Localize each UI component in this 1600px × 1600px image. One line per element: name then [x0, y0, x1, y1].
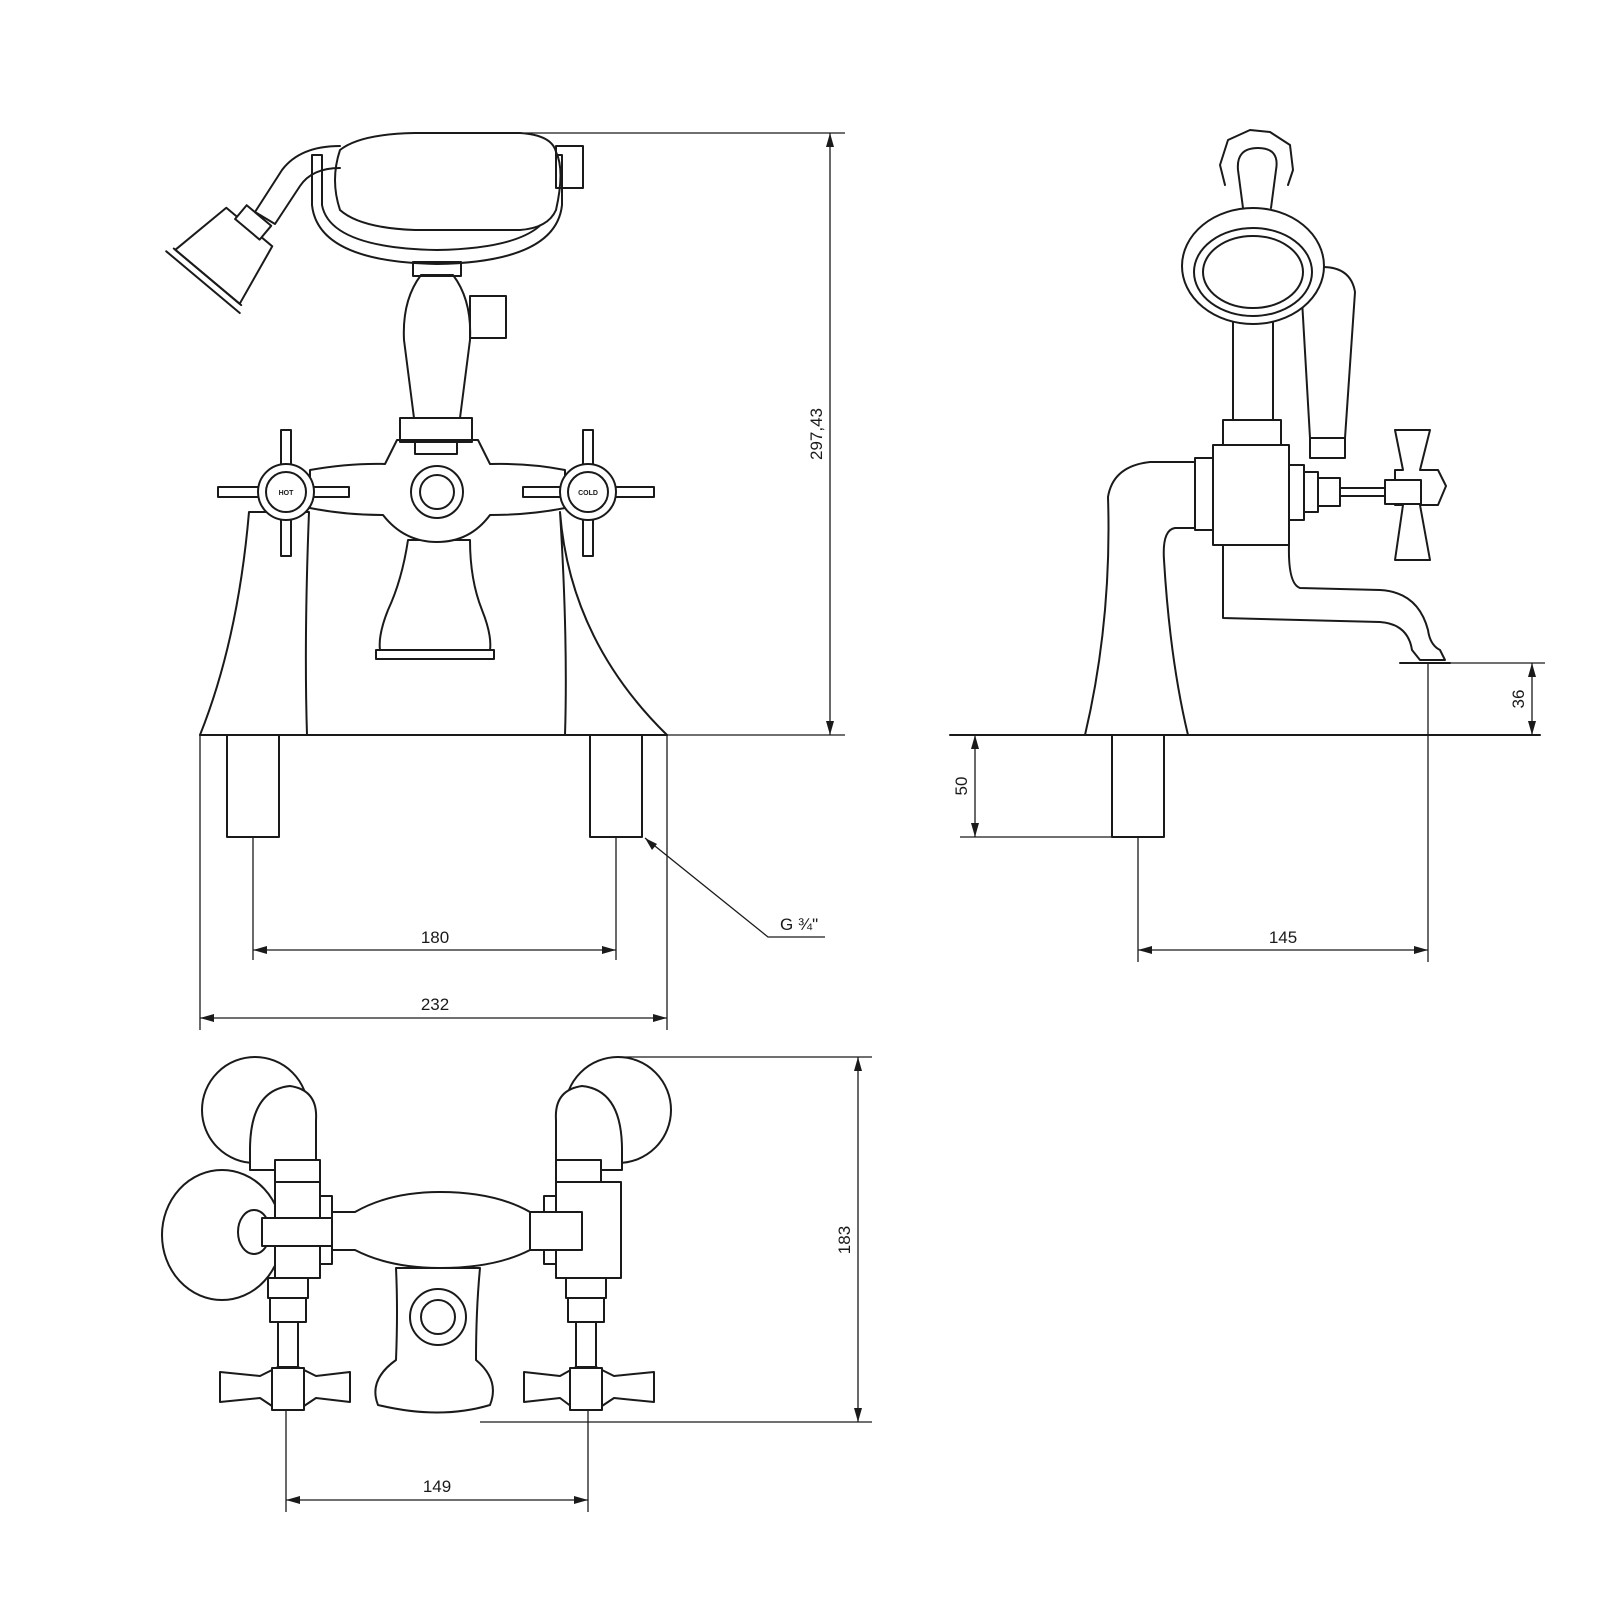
front-cradle-lever	[402, 274, 472, 419]
front-right-shank	[589, 734, 643, 838]
side-dimensions: 50 36 145	[952, 662, 1545, 962]
front-cradle-fork	[311, 154, 563, 265]
spout-clearance-value: 36	[1509, 690, 1528, 709]
side-spout	[1222, 544, 1446, 661]
top-left-spindle	[277, 1321, 299, 1368]
front-hose-connector	[555, 145, 584, 189]
top-right-nut	[555, 1159, 602, 1183]
side-pillar	[1084, 461, 1196, 736]
front-view: HOT COLD	[165, 132, 668, 838]
top-handset-arm	[261, 1217, 333, 1247]
thread-leader	[644, 837, 825, 938]
shank-length-value: 50	[952, 777, 971, 796]
front-lever-stop	[469, 295, 507, 339]
top-right-spindle	[575, 1321, 597, 1368]
front-diverter-knob	[419, 474, 455, 510]
thread-value: G ¾"	[780, 915, 818, 934]
hot-handle: HOT	[217, 429, 350, 557]
top-lever-stop	[529, 1211, 583, 1251]
front-shower-head	[165, 204, 274, 315]
top-lever	[331, 1191, 545, 1269]
front-spout-base	[375, 649, 495, 660]
side-riser-collar	[1222, 419, 1282, 446]
depth-value: 183	[835, 1226, 854, 1254]
side-hook	[1219, 129, 1294, 186]
top-dimensions: 183 149	[285, 1056, 872, 1512]
front-dimensions: 297,43 180 232 G ¾"	[199, 132, 845, 1030]
overall-width-value: 232	[421, 995, 449, 1014]
front-shower-arm	[254, 145, 341, 225]
side-valve-nut-2	[1303, 471, 1319, 513]
projection-value: 145	[1269, 928, 1297, 947]
inlet-spacing-value: 180	[421, 928, 449, 947]
top-right-valve-nut	[565, 1277, 607, 1299]
front-riser-nut	[414, 439, 458, 455]
side-spindle	[1339, 487, 1386, 497]
side-shank	[1111, 734, 1165, 838]
side-handle-hub	[1384, 479, 1422, 505]
side-view	[949, 129, 1541, 838]
front-riser-collar	[399, 417, 473, 443]
cold-handle: COLD	[522, 429, 655, 557]
side-handset-neck	[1236, 147, 1278, 209]
front-cradle-neck	[412, 261, 462, 277]
front-spout	[378, 539, 492, 651]
top-view	[161, 1056, 672, 1414]
front-handset	[334, 132, 562, 231]
top-right-valve-body	[567, 1297, 605, 1323]
cold-label: COLD	[578, 490, 598, 497]
top-left-valve-nut	[267, 1277, 309, 1299]
height-value: 297,43	[807, 408, 826, 460]
top-diverter-knob	[420, 1299, 456, 1335]
side-body-block	[1212, 444, 1290, 546]
side-valve-nut-1	[1288, 464, 1305, 521]
front-left-shank	[226, 734, 280, 838]
side-body-nut	[1194, 457, 1214, 531]
front-right-pillar	[559, 511, 668, 736]
side-shower-head-face	[1202, 235, 1304, 309]
top-left-nut	[274, 1159, 321, 1183]
top-right-riser	[554, 1085, 623, 1171]
hot-label: HOT	[279, 490, 295, 497]
side-valve-stem	[1317, 477, 1341, 507]
top-left-valve-body	[269, 1297, 307, 1323]
front-left-pillar	[199, 511, 310, 736]
handle-spacing-value: 149	[423, 1477, 451, 1496]
top-left-riser	[249, 1085, 318, 1171]
